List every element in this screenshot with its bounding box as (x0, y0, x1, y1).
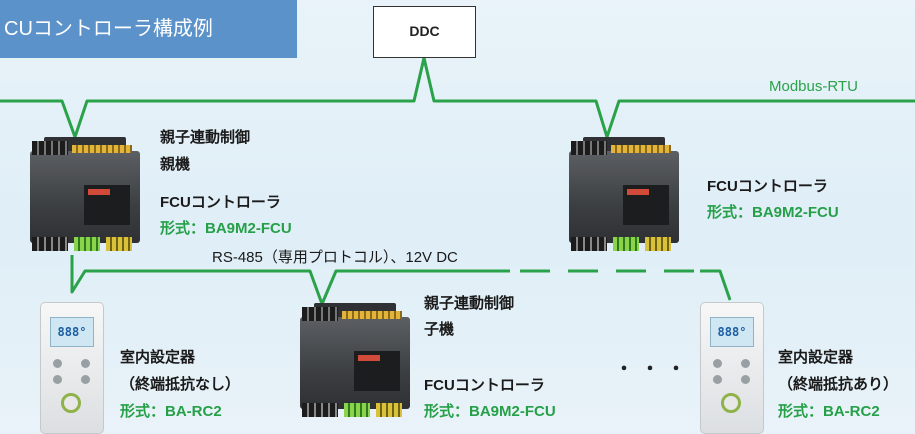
room-unit-note: （終端抵抗あり） (778, 376, 899, 393)
room-unit-image: 888° (40, 302, 104, 434)
room-unit-name: 室内設定器 (778, 349, 854, 366)
modbus-bus-line (0, 56, 915, 139)
wiring-diagram (0, 56, 915, 306)
ellipsis: ・・・ (615, 359, 693, 379)
controller-role-line1: 親子連動制御 (424, 295, 515, 312)
fcu-controller-image-parent (26, 137, 144, 255)
room-unit-name: 室内設定器 (120, 349, 196, 366)
controller-model: 形式：BA9M2-FCU (160, 220, 292, 237)
room-unit-image: 888° (700, 302, 764, 434)
controller-role-line2: 子機 (424, 321, 455, 338)
controller-name: FCUコントローラ (707, 178, 828, 195)
controller-name: FCUコントローラ (424, 377, 545, 394)
controller-role-line1: 親子連動制御 (160, 129, 251, 146)
fcu-controller-image-child (296, 303, 414, 421)
controller-model: 形式：BA9M2-FCU (424, 403, 556, 420)
controller-role-line2: 親機 (160, 156, 191, 173)
room-unit-display: 888° (710, 317, 754, 347)
page-title: CUコントローラ構成例 (0, 0, 297, 58)
room-unit-display: 888° (50, 317, 94, 347)
rs485-label: RS-485（専用プロトコル）、12V DC (212, 249, 458, 266)
ddc-box: DDC (373, 6, 476, 58)
room-unit-note: （終端抵抗なし） (120, 376, 241, 393)
rs485-bus-line (70, 255, 510, 306)
controller-model: 形式：BA9M2-FCU (707, 204, 839, 221)
room-unit-model: 形式：BA-RC2 (778, 403, 880, 420)
modbus-label: Modbus-RTU (769, 78, 858, 95)
fcu-controller-image (565, 137, 683, 255)
rs485-bus-end (700, 269, 732, 301)
room-unit-model: 形式：BA-RC2 (120, 403, 222, 420)
controller-name: FCUコントローラ (160, 194, 281, 211)
